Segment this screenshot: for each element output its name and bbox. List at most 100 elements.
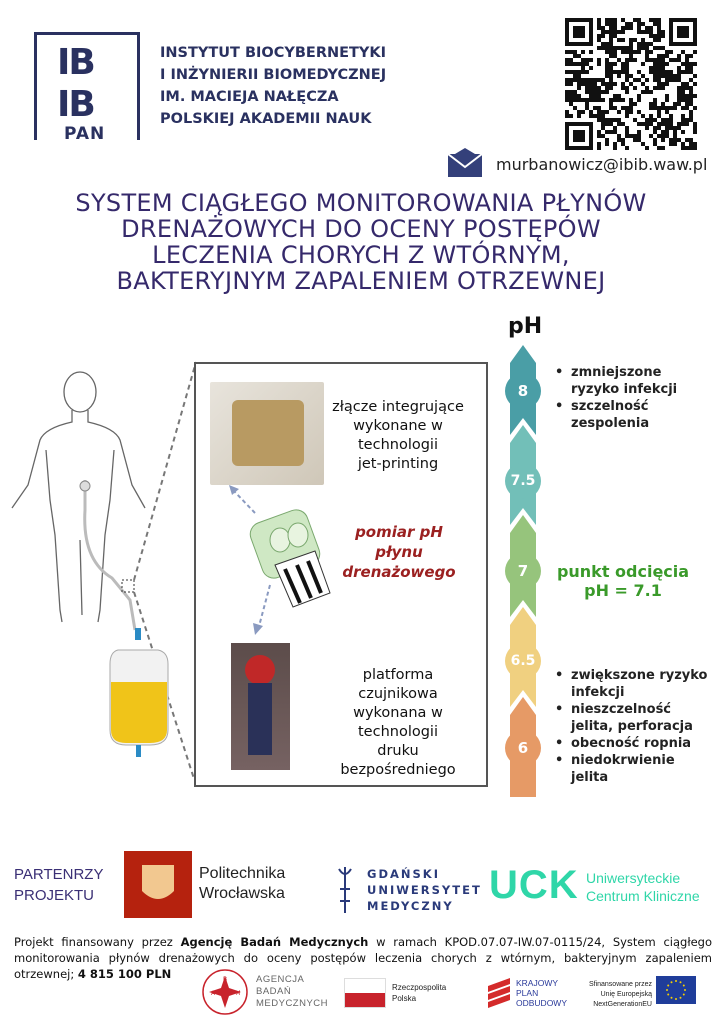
text-line: KRAJOWY: [516, 978, 559, 988]
text-line: Sfinansowane przez: [588, 981, 652, 988]
title-line: SYSTEM CIĄGŁEGO MONITOROWANIA PŁYNÓW: [75, 189, 647, 217]
text-line: NextGenerationEU: [593, 1001, 652, 1008]
sensor-platform-photo: [231, 643, 290, 770]
text-line: złącze integrujące: [332, 399, 464, 415]
connector-description: złącze integrujące wykonane w technologi…: [328, 398, 468, 474]
ph-node-7: 7: [505, 553, 541, 589]
uck-abbr: UCK: [489, 863, 579, 907]
platform-description: platforma czujnikowa wykonana w technolo…: [328, 666, 468, 780]
text-line: Unię Europejską: [600, 991, 652, 998]
institute-line: INSTYTUT BIOCYBERNETYKI: [160, 45, 387, 61]
kpo-name: KRAJOWY PLAN ODBUDOWY: [516, 978, 567, 1008]
zoom-line-top: [133, 361, 197, 581]
ph-node-7-5: 7.5: [505, 463, 541, 499]
uck-name: Uniwersyteckie Centrum Kliniczne: [586, 869, 700, 905]
drain-tube: [83, 480, 137, 631]
text-line: Centrum Kliniczne: [586, 888, 700, 904]
sensor-system-panel: [194, 362, 488, 787]
eu-flag: [656, 976, 696, 1004]
text: Projekt finansowany przez: [14, 935, 181, 949]
text: w ramach KPOD.07.07-IW.07-0115/24, Syste…: [14, 935, 713, 981]
text-line: GDAŃSKI: [367, 867, 440, 881]
text-line: wykonane w: [353, 418, 443, 434]
funding-amount: 4 815 100 PLN: [77, 967, 172, 981]
title-line: BAKTERYJNYM ZAPALENIEM OTRZEWNEJ: [116, 267, 606, 295]
text-line: pH = 7.1: [584, 581, 662, 600]
funding-statement: Projekt finansowany przez Agencję Badań …: [14, 934, 712, 982]
ph-scale-label: pH: [508, 314, 543, 339]
polish-flag: [344, 978, 386, 1008]
bullet-item: niedokrwienie jelita: [555, 752, 715, 786]
text-line: jet-printing: [357, 456, 439, 472]
rp-name: Rzeczpospolita Polska: [392, 982, 446, 1004]
partners-label: PARTENRZY PROJEKTU: [14, 864, 103, 906]
text-line: punkt odcięcia: [556, 562, 690, 581]
logo-text: IB: [57, 84, 96, 125]
title-line: DRENAŻOWYCH DO OCENY POSTĘPÓW: [121, 215, 601, 243]
abm-letter: B: [223, 976, 227, 983]
gumed-emblem: [338, 867, 352, 913]
ph-node-8: 8: [505, 373, 541, 409]
patient-illustration: [11, 361, 197, 780]
abm-name: AGENCJA BADAŃ MEDYCZNYCH: [256, 974, 328, 1010]
gumed-name: GDAŃSKI UNIWERSYTET MEDYCZNY: [367, 866, 482, 914]
contact-email[interactable]: murbanowicz@ibib.waw.pl: [496, 155, 708, 174]
text-line: Wrocławska: [199, 885, 285, 902]
text-line: MEDYCZNY: [367, 899, 454, 913]
pwr-logo: [124, 851, 192, 918]
text-line: PARTENRZY: [14, 866, 104, 883]
measurement-label: pomiar pH płynu drenażowego: [340, 522, 458, 582]
abm-letter: A: [211, 990, 216, 997]
text-line: pomiar pH: [355, 523, 443, 541]
abm-letter: M: [235, 990, 240, 997]
ibib-logo: IB IB: [34, 32, 140, 140]
bullet-item: szczelność zespolenia: [555, 398, 695, 432]
envelope-icon: [447, 148, 483, 177]
institute-name: INSTYTUT BIOCYBERNETYKI I INŻYNIERII BIO…: [160, 42, 386, 130]
ph-node-6: 6: [505, 730, 541, 766]
text-line: technologii: [358, 724, 438, 740]
cutoff-label: punkt odcięcia pH = 7.1: [548, 562, 698, 600]
bullet-item: obecność ropnia: [555, 735, 715, 752]
drain-port: [79, 480, 91, 492]
text-line: drenażowego: [342, 563, 456, 581]
text-line: druku: [377, 743, 419, 759]
bullet-item: zmniejszone ryzyko infekcji: [555, 364, 695, 398]
agency-name: Agencję Badań Medycznych: [180, 935, 369, 949]
text-line: technologii: [358, 437, 438, 453]
bullet-item: nieszczelność jelita, perforacja: [555, 701, 715, 735]
title-line: LECZENIA CHORYCH Z WTÓRNYM,: [152, 241, 570, 269]
text-line: czujnikowa: [358, 686, 438, 702]
kpo-logo: [488, 978, 510, 1008]
text-line: wykonana w: [353, 705, 443, 721]
logo-text: IB: [57, 42, 96, 83]
connector-photo: [210, 382, 324, 485]
institute-line: IM. MACIEJA NAŁĘCZA: [160, 89, 339, 105]
pwr-name: Politechnika Wrocławska: [199, 864, 285, 904]
sensor-location-marker: [121, 579, 135, 593]
institute-line: POLSKIEJ AKADEMII NAUK: [160, 111, 372, 127]
bullet-item: zwiększone ryzyko infekcji: [555, 667, 715, 701]
text-line: Rzeczpospolita: [392, 983, 447, 992]
eu-funding-text: Sfinansowane przez Unię Europejską NextG…: [584, 980, 652, 1010]
text-line: AGENCJA: [256, 974, 305, 985]
text-line: MEDYCZNYCH: [256, 998, 329, 1009]
text-line: BADAŃ: [256, 986, 292, 997]
poster-title: SYSTEM CIĄGŁEGO MONITOROWANIA PŁYNÓW DRE…: [20, 190, 702, 294]
qr-code[interactable]: [565, 18, 697, 150]
text-line: UNIWERSYTET: [367, 883, 482, 897]
sensor-device-illustration: [229, 485, 331, 635]
body-outline: [11, 371, 146, 623]
institute-line: I INŻYNIERII BIOMEDYCZNEJ: [160, 67, 387, 83]
text-line: bezpośredniego: [340, 762, 456, 778]
text-line: platforma: [362, 667, 434, 683]
text-line: PROJEKTU: [14, 887, 95, 904]
text-line: PLAN: [516, 988, 539, 998]
text-line: Polska: [392, 994, 417, 1003]
text-line: płynu: [375, 543, 423, 561]
text-line: Uniwersyteckie: [586, 870, 681, 886]
drainage-bag: [109, 628, 169, 757]
logo-pan: PAN: [58, 124, 112, 144]
low-ph-effects: zwiększone ryzyko infekcji nieszczelność…: [555, 667, 715, 786]
text-line: Politechnika: [199, 865, 286, 882]
